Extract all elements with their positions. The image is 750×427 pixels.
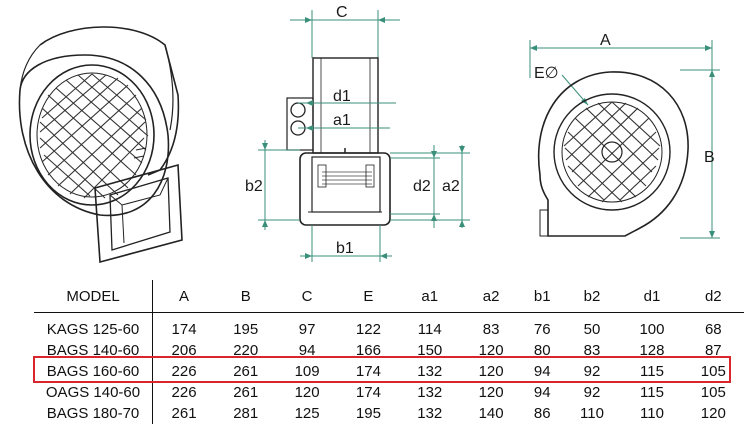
table-cell: 132 xyxy=(417,384,443,401)
table-cell: 110 xyxy=(580,405,604,422)
table-row: BAGS 180-70 261 281 125 195 132 140 86 1… xyxy=(34,403,744,424)
header-a2: a2 xyxy=(460,280,522,313)
table-cell: 122 xyxy=(355,321,381,338)
table-cell: 174 xyxy=(355,384,381,401)
technical-drawings: C d1 a1 b2 xyxy=(18,4,720,264)
table-cell: 86 xyxy=(533,405,551,422)
table-cell: 226 xyxy=(152,361,216,382)
table-cell: 120 xyxy=(294,384,320,401)
header-b2: b2 xyxy=(562,280,622,313)
dim-label-e-diameter: E∅ xyxy=(534,65,559,82)
table-cell: 174 xyxy=(152,312,216,340)
table-cell: 174 xyxy=(355,363,381,380)
header-e: E xyxy=(337,280,400,313)
table-cell: 132 xyxy=(417,363,443,380)
dim-label-a2: a2 xyxy=(442,178,460,195)
cell-model: BAGS 140-60 xyxy=(46,342,140,359)
table-cell: 94 xyxy=(533,384,551,401)
table-cell: 100 xyxy=(639,321,665,338)
header-b: B xyxy=(215,280,277,313)
table-row: KAGS 125-60 174 195 97 122 114 83 76 50 … xyxy=(34,312,744,340)
table-cell: 120 xyxy=(478,363,504,380)
header-d2: d2 xyxy=(682,280,744,313)
table-cell: 220 xyxy=(233,342,259,359)
table-row: OAGS 140-60 226 261 120 174 132 120 94 9… xyxy=(34,382,744,403)
table-cell: 87 xyxy=(704,342,722,359)
table-cell: 261 xyxy=(233,363,259,380)
dim-label-a: A xyxy=(600,32,611,49)
table-cell: 140 xyxy=(478,405,504,422)
table-row: BAGS 140-60 206 220 94 166 150 120 80 83… xyxy=(34,340,744,361)
table-cell: 92 xyxy=(583,384,601,401)
header-model: MODEL xyxy=(34,280,153,313)
table-cell: 115 xyxy=(640,363,664,380)
table-cell: 83 xyxy=(583,342,601,359)
table-cell: 105 xyxy=(700,363,726,380)
header-a1: a1 xyxy=(399,280,461,313)
dim-label-b1: b1 xyxy=(336,240,354,257)
header-d1: d1 xyxy=(621,280,683,313)
table-cell: 120 xyxy=(478,342,504,359)
table-cell: 68 xyxy=(704,321,722,338)
table-cell: 206 xyxy=(152,340,216,361)
table-cell: 110 xyxy=(640,405,664,422)
table-cell: 120 xyxy=(478,384,504,401)
dim-label-d2: d2 xyxy=(413,178,431,195)
table-cell: 132 xyxy=(417,405,443,422)
blower-front-view: C d1 a1 b2 xyxy=(245,4,470,262)
table-cell: 94 xyxy=(298,342,316,359)
table-cell: 166 xyxy=(355,342,381,359)
table-cell: 115 xyxy=(640,384,664,401)
header-a: A xyxy=(152,280,216,313)
table-cell: 261 xyxy=(233,384,259,401)
blower-isometric-view xyxy=(18,26,183,264)
table-cell: 120 xyxy=(700,405,726,422)
table-header-row: MODEL A B C E a1 a2 b1 b2 d1 d2 xyxy=(34,280,744,313)
table-cell: 195 xyxy=(233,321,259,338)
header-c: C xyxy=(276,280,338,313)
dim-label-b2: b2 xyxy=(245,178,263,195)
table-cell: 92 xyxy=(583,363,601,380)
table-cell: 80 xyxy=(533,342,551,359)
cell-model: BAGS 180-70 xyxy=(46,405,140,422)
table-cell: 97 xyxy=(298,321,316,338)
table-cell: 150 xyxy=(417,342,443,359)
dimensions-table: MODEL A B C E a1 a2 b1 b2 d1 d2 KAGS 125… xyxy=(34,280,744,424)
header-b1: b1 xyxy=(521,280,563,313)
table-cell: 128 xyxy=(639,342,665,359)
cell-model: BAGS 160-60 xyxy=(46,363,140,380)
table-cell: 76 xyxy=(533,321,551,338)
cell-model: OAGS 140-60 xyxy=(45,384,141,401)
dim-label-a1: a1 xyxy=(333,112,351,129)
table-cell: 105 xyxy=(700,384,726,401)
dim-label-c: C xyxy=(336,4,348,21)
table-cell: 261 xyxy=(152,403,216,424)
table-cell: 109 xyxy=(294,363,320,380)
dim-label-d1: d1 xyxy=(333,88,351,105)
table-cell: 114 xyxy=(417,321,442,338)
table-cell: 226 xyxy=(152,382,216,403)
table-cell: 83 xyxy=(482,321,500,338)
blower-side-view: A E∅ B xyxy=(529,32,720,239)
table-cell: 94 xyxy=(533,363,551,380)
table-cell: 50 xyxy=(583,321,601,338)
dim-label-b: B xyxy=(704,149,715,166)
table-cell: 125 xyxy=(294,405,320,422)
cell-model: KAGS 125-60 xyxy=(46,321,140,338)
table-row-highlighted: BAGS 160-60 226 261 109 174 132 120 94 9… xyxy=(34,361,744,382)
table-cell: 281 xyxy=(233,405,259,422)
table-cell: 195 xyxy=(355,405,381,422)
